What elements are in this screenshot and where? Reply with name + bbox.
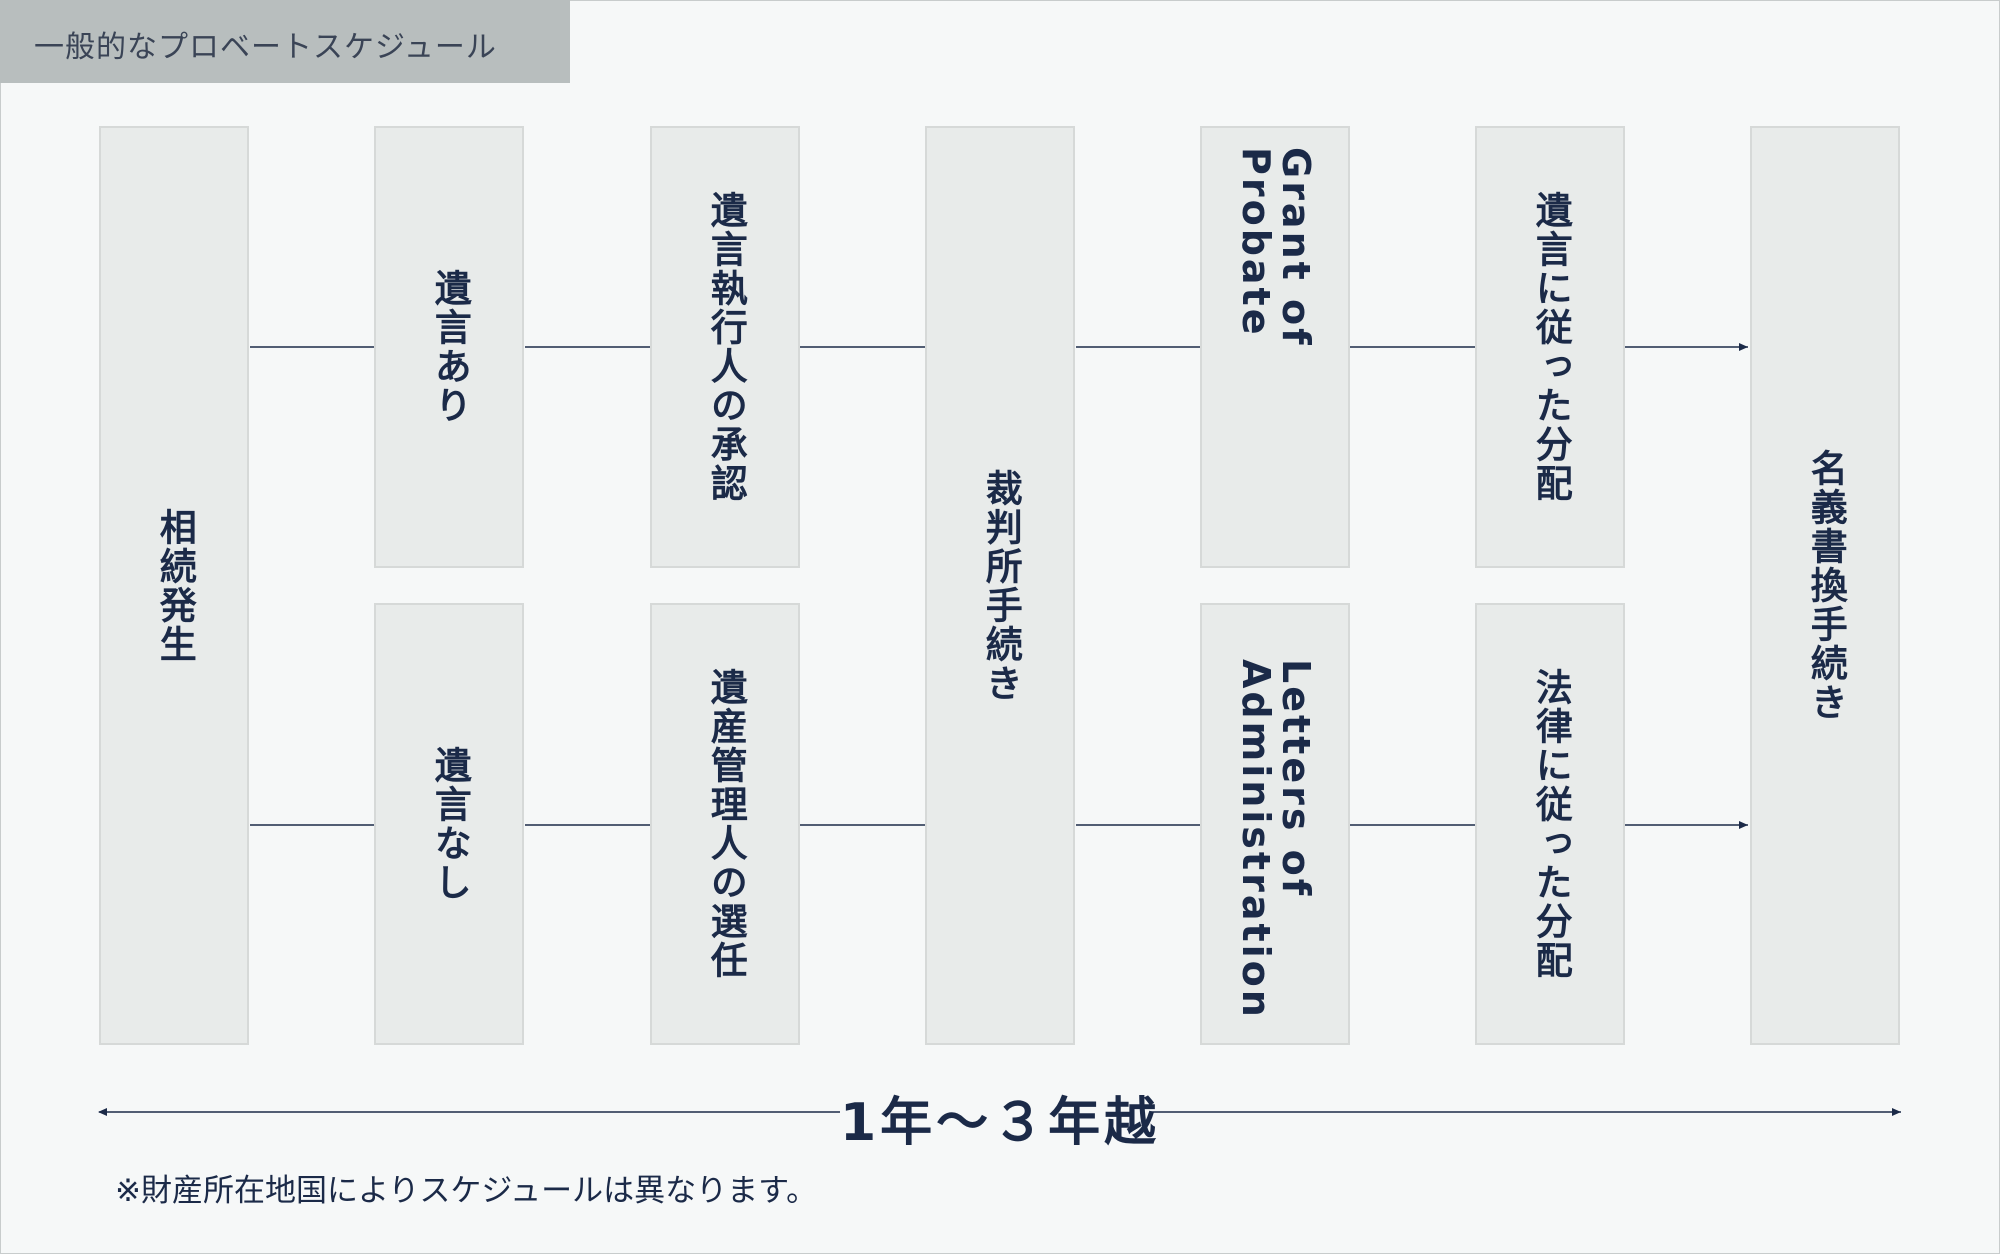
box-administrator: 遺産管理人の選任 bbox=[650, 603, 800, 1045]
footnote: ※財産所在地国によりスケジュールは異なります。 bbox=[115, 1173, 818, 1209]
box-will-yes-label: 遺言あり bbox=[428, 269, 472, 425]
box-executor-label: 遺言執行人の承認 bbox=[704, 191, 748, 503]
page-title: 一般的なプロベートスケジュール bbox=[34, 30, 497, 65]
box-grant-probate: Grant of Probate bbox=[1200, 126, 1350, 568]
box-title-transfer: 名義書換手続き bbox=[1750, 126, 1900, 1045]
box-court-label: 裁判所手続き bbox=[979, 468, 1023, 703]
box-dist-law-label: 法律に従った分配 bbox=[1529, 668, 1573, 980]
box-court: 裁判所手続き bbox=[925, 126, 1075, 1045]
box-dist-will-label: 遺言に従った分配 bbox=[1529, 191, 1573, 503]
box-executor: 遺言執行人の承認 bbox=[650, 126, 800, 568]
box-letters-admin-label: Letters of Administration bbox=[1234, 659, 1318, 1020]
box-inheritance-label: 相続発生 bbox=[153, 507, 197, 664]
box-grant-probate-label: Grant of Probate bbox=[1234, 147, 1318, 348]
box-will-no: 遺言なし bbox=[374, 603, 524, 1045]
box-will-yes: 遺言あり bbox=[374, 126, 524, 568]
box-inheritance: 相続発生 bbox=[99, 126, 249, 1045]
timeline-label: 1年〜３年越 bbox=[840, 1080, 1156, 1155]
box-administrator-label: 遺産管理人の選任 bbox=[704, 668, 748, 980]
box-dist-law: 法律に従った分配 bbox=[1475, 603, 1625, 1045]
header-tab: 一般的なプロベートスケジュール bbox=[0, 0, 570, 83]
box-title-transfer-label: 名義書換手続き bbox=[1804, 449, 1848, 722]
box-will-no-label: 遺言なし bbox=[428, 746, 472, 902]
box-letters-admin: Letters of Administration bbox=[1200, 603, 1350, 1045]
box-dist-will: 遺言に従った分配 bbox=[1475, 126, 1625, 568]
